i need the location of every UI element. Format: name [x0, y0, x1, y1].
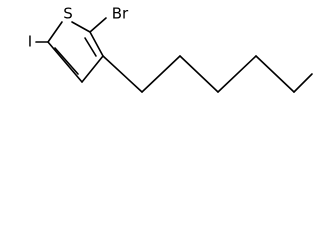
iodine-atom-label: I [28, 33, 32, 51]
bond-c2-br [89, 17, 107, 33]
bond-s-c5 [47, 21, 63, 43]
bond-hexyl-3 [179, 55, 219, 93]
bond-hexyl-4 [217, 55, 257, 93]
chemical-structure: S Br I [28, 5, 313, 93]
bond-c2-c3-double [84, 37, 97, 57]
bond-c4-c5-double [54, 47, 79, 75]
bromine-atom-label: Br [112, 5, 129, 23]
bond-c4-c5 [47, 41, 83, 83]
bond-s-c2 [71, 21, 91, 33]
structure-canvas: S Br I [0, 0, 318, 98]
bond-hexyl-5 [255, 55, 295, 93]
bond-c3-c4 [81, 55, 104, 83]
sulfur-atom-label: S [63, 5, 73, 23]
bond-c2-c3 [89, 31, 104, 57]
bond-hexyl-1 [102, 55, 143, 93]
bond-hexyl-6 [293, 73, 313, 93]
bond-hexyl-2 [141, 55, 181, 93]
